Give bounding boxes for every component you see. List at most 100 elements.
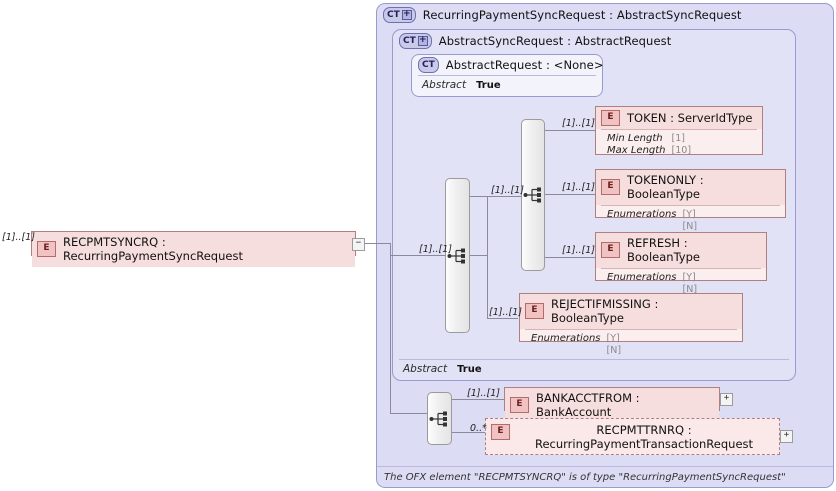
cardinality-outer-sequence: [1]..[1] <box>419 244 452 255</box>
element-facets-refresh: Enumerations [Y] [N] <box>601 267 761 299</box>
connector-to-tokenonly <box>545 194 603 195</box>
element-header-token: E TOKEN : ServerIdType <box>596 107 762 129</box>
connector-outer-to-rejectifmissing <box>487 318 518 319</box>
element-box-token[interactable]: E TOKEN : ServerIdType Min Length Max Le… <box>595 106 763 156</box>
facet-value: [N] <box>682 283 698 295</box>
cardinality-inner-sequence: [1]..[1] <box>491 185 524 196</box>
cardinality-token: [1]..[1] <box>562 118 595 129</box>
element-facets-token: Min Length Max Length [1] [10] <box>601 129 757 160</box>
footer-note-text: The OFX element "RECPMTSYNCRQ" is of typ… <box>384 471 786 483</box>
element-header-rejectifmissing: E REJECTIFMISSING : BooleanType <box>520 294 742 329</box>
element-badge-icon: E <box>601 110 620 126</box>
facet-value: [Y] <box>682 271 696 283</box>
expand-stub-recpmttrnrq[interactable]: + <box>780 430 793 443</box>
connector-outer-to-inner-sequence <box>470 196 488 197</box>
cardinality-rejectifmissing: [1]..[1] <box>489 307 522 318</box>
element-box-recpmttrnrq[interactable]: E RECPMTTRNRQ : RecurringPaymentTransact… <box>485 418 780 455</box>
complextype-badge-icon[interactable]: CT+ <box>383 7 416 23</box>
sequence-glyph-icon <box>447 248 465 263</box>
sequence-glyph-icon <box>429 411 447 426</box>
facet-value: [Y] <box>682 208 696 220</box>
element-title: RECPMTSYNCRQ : RecurringPaymentSyncReque… <box>63 235 243 264</box>
cardinality-recpmttrnrq: 0..* <box>470 423 487 434</box>
element-badge-icon: E <box>525 303 544 320</box>
complextype-footer-abstractrequest: Abstract True <box>418 75 596 93</box>
complextype-header-abstractsyncrequest: CT+ AbstractSyncRequest : AbstractReques… <box>393 30 795 52</box>
facet-key: Enumerations <box>607 271 677 283</box>
facet-value: [N] <box>682 220 698 232</box>
collapse-stub-recpmtsyncrq[interactable]: − <box>352 238 365 251</box>
connector-inner-seq-stub <box>487 196 521 197</box>
element-box-rejectifmissing[interactable]: E REJECTIFMISSING : BooleanType Enumerat… <box>519 293 743 356</box>
sequence-node-outer[interactable] <box>445 178 470 333</box>
element-box-recpmtsyncrq[interactable]: E RECPMTSYNCRQ : RecurringPaymentSyncReq… <box>31 231 356 267</box>
element-box-refresh[interactable]: E REFRESH : BooleanType Enumerations [Y]… <box>595 232 767 295</box>
abstract-label: Abstract <box>422 79 467 91</box>
complextype-title: AbstractSyncRequest : AbstractRequest <box>438 34 672 48</box>
complextype-title: AbstractRequest : <None> <box>445 58 604 72</box>
element-title: REFRESH : BooleanType <box>627 236 700 265</box>
element-facets-tokenonly: Enumerations [Y] [N] <box>601 204 780 236</box>
element-facets-rejectifmissing: Enumerations [Y] [N] <box>525 328 737 360</box>
element-title: TOKEN : ServerIdType <box>627 110 753 125</box>
abstract-value: True <box>476 80 501 91</box>
connector-outer-seq-in <box>470 255 487 256</box>
expand-stub-bankacctfrom[interactable]: + <box>720 393 733 406</box>
facet-key: Max Length <box>607 145 666 156</box>
sequence-glyph-icon <box>523 187 541 203</box>
connector-to-refresh <box>545 257 603 258</box>
connector-to-recpmttrnrq <box>452 432 485 433</box>
ct-label: CT <box>403 35 416 46</box>
element-header-recpmttrnrq: E RECPMTTRNRQ : RecurringPaymentTransact… <box>486 419 779 454</box>
complextype-footer-abstractsyncrequest: Abstract True <box>399 359 789 377</box>
facet-key: Min Length <box>607 133 663 144</box>
complextype-badge-icon[interactable]: CT+ <box>399 33 432 49</box>
element-badge-icon: E <box>601 179 620 196</box>
facet-key: Enumerations <box>531 332 601 344</box>
complextype-header-abstractrequest: CT AbstractRequest : <None> <box>412 55 604 75</box>
element-badge-icon: E <box>37 241 56 258</box>
connector-vertical-main <box>390 243 391 413</box>
complextype-title: RecurringPaymentSyncRequest : AbstractSy… <box>422 8 742 22</box>
expand-plus-icon[interactable]: + <box>401 9 412 20</box>
connector-root-to-sequence <box>356 243 390 244</box>
element-box-tokenonly[interactable]: E TOKENONLY : BooleanType Enumerations [… <box>595 169 786 232</box>
cardinality-refresh: [1]..[1] <box>562 245 595 256</box>
cardinality-tokenonly: [1]..[1] <box>562 182 595 193</box>
facet-value: [Y] <box>606 332 620 344</box>
abstract-label: Abstract <box>403 363 448 375</box>
element-badge-icon: E <box>601 242 620 259</box>
element-badge-icon: E <box>491 424 510 440</box>
element-badge-icon: E <box>510 397 529 414</box>
facet-key: Enumerations <box>607 208 677 220</box>
connector-to-bottom-sequence <box>390 413 427 414</box>
facet-value: [10] <box>671 145 692 156</box>
connector-vertical-outer-branch <box>487 196 488 318</box>
connector-to-outer-sequence <box>390 255 445 256</box>
expand-plus-icon[interactable]: + <box>417 35 428 46</box>
ct-label: CT <box>387 9 400 20</box>
connector-to-token <box>545 130 603 131</box>
element-title: TOKENONLY : BooleanType <box>627 173 704 202</box>
element-header-refresh: E REFRESH : BooleanType <box>596 233 766 268</box>
element-header-tokenonly: E TOKENONLY : BooleanType <box>596 170 785 205</box>
element-header-bankacctfrom: E BANKACCTFROM : BankAccount <box>505 388 719 423</box>
facet-value: [1] <box>671 133 685 144</box>
cardinality-bankacctfrom: [1]..[1] <box>467 388 500 399</box>
element-box-bankacctfrom[interactable]: E BANKACCTFROM : BankAccount <box>504 387 720 423</box>
sequence-node-bottom[interactable] <box>427 392 452 445</box>
footer-note-band: The OFX element "RECPMTSYNCRQ" is of typ… <box>377 466 833 487</box>
cardinality-recpmtsyncrq: [1]..[1] <box>2 232 35 243</box>
complextype-box-abstractrequest[interactable]: CT AbstractRequest : <None> Abstract Tru… <box>411 54 604 97</box>
complextype-header-recurringpaymentsyncrequest: CT+ RecurringPaymentSyncRequest : Abstra… <box>377 4 833 26</box>
complextype-badge-icon[interactable]: CT <box>418 57 439 73</box>
ct-label: CT <box>422 59 435 70</box>
element-title: BANKACCTFROM : BankAccount <box>536 391 640 420</box>
facet-value: [N] <box>606 344 622 356</box>
sequence-node-inner[interactable] <box>521 119 545 271</box>
element-title: RECPMTTRNRQ : RecurringPaymentTransactio… <box>534 423 754 452</box>
element-title: REJECTIFMISSING : BooleanType <box>551 297 659 326</box>
element-header-recpmtsyncrq: E RECPMTSYNCRQ : RecurringPaymentSyncReq… <box>32 232 355 267</box>
connector-to-bankacctfrom <box>452 399 504 400</box>
